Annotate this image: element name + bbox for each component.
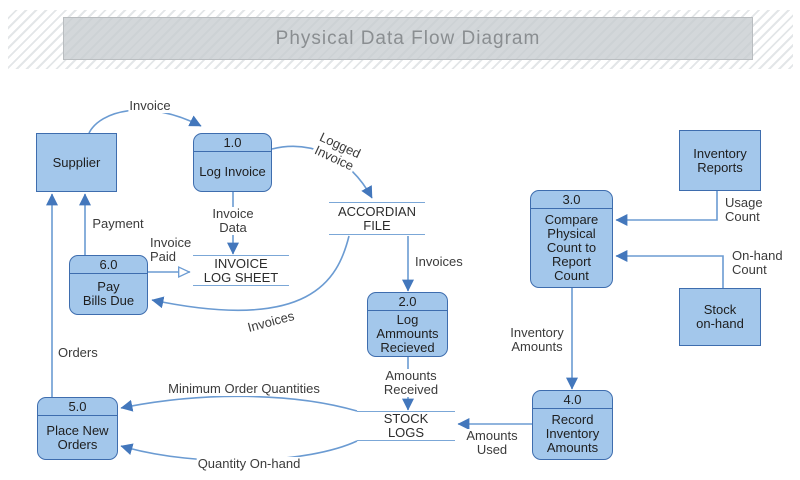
flow-label-usage-count: Usage Count (724, 195, 764, 224)
flow-label-invoices-to-2: Invoices (414, 254, 464, 269)
flow-label-orders: Orders (57, 345, 99, 360)
process-6-id: 6.0 (70, 256, 147, 274)
flow-label-invoice-paid: Invoice Paid (149, 235, 193, 264)
datastore-invoice-log-sheet-label: INVOICE LOG SHEET (203, 255, 279, 285)
process-3-label: Compare Physical Count to Report Count (544, 212, 599, 283)
process-6-pay-bills-due[interactable]: 6.0 Pay Bills Due (69, 255, 148, 315)
process-5-id: 5.0 (38, 398, 117, 416)
entity-stock-on-hand-label: Stock on-hand (696, 302, 744, 331)
process-2-label: Log Ammounts Recieved (376, 311, 439, 355)
process-3-compare-physical-count[interactable]: 3.0 Compare Physical Count to Report Cou… (530, 190, 613, 288)
entity-supplier[interactable]: Supplier (36, 133, 117, 192)
process-2-id: 2.0 (368, 293, 447, 311)
flow-label-on-hand-count: On-hand Count (731, 248, 784, 277)
process-4-label: Record Inventory Amounts (545, 412, 600, 455)
flow-label-quantity-on-hand: Quantity On-hand (196, 456, 302, 471)
process-4-record-inventory-amounts[interactable]: 4.0 Record Inventory Amounts (532, 390, 613, 460)
process-5-place-new-orders[interactable]: 5.0 Place New Orders (37, 397, 118, 460)
process-2-log-ammounts-recieved[interactable]: 2.0 Log Ammounts Recieved (367, 292, 448, 357)
datastore-accordian-file-label: ACCORDIAN FILE (337, 203, 416, 233)
flow-minimum-order-quantities-line (120, 395, 358, 412)
entity-inventory-reports[interactable]: Inventory Reports (679, 130, 761, 191)
process-6-label: Pay Bills Due (82, 279, 135, 308)
flow-label-invoice-data: Invoice Data (211, 206, 255, 235)
flow-label-amounts-used: Amounts Used (465, 428, 519, 457)
entity-stock-on-hand[interactable]: Stock on-hand (679, 288, 761, 346)
process-3-id: 3.0 (531, 191, 612, 209)
flow-label-minimum-order-quantities: Minimum Order Quantities (167, 381, 321, 396)
flow-invoices-to-6-line (151, 235, 350, 312)
flow-label-invoice: Invoice (128, 98, 172, 113)
process-1-label: Log Invoice (199, 163, 266, 179)
flow-label-inventory-amounts: Inventory Amounts (509, 325, 565, 354)
flow-on-hand-count-line (615, 250, 724, 288)
flow-label-payment: Payment (91, 216, 145, 231)
flow-usage-count-line (615, 191, 718, 226)
entity-supplier-label: Supplier (52, 154, 101, 170)
process-4-id: 4.0 (533, 391, 612, 409)
flow-invoice-line (88, 109, 202, 134)
datastore-invoice-log-sheet[interactable]: INVOICE LOG SHEET (193, 255, 289, 286)
datastore-stock-logs[interactable]: STOCK LOGS (357, 411, 455, 441)
process-1-log-invoice[interactable]: 1.0 Log Invoice (193, 133, 272, 192)
diagram-title-box: Physical Data Flow Diagram (63, 17, 753, 60)
datastore-accordian-file[interactable]: ACCORDIAN FILE (329, 202, 425, 235)
process-1-id: 1.0 (194, 134, 271, 152)
entity-inventory-reports-label: Inventory Reports (693, 145, 747, 175)
diagram-title: Physical Data Flow Diagram (275, 27, 541, 49)
datastore-stock-logs-label: STOCK LOGS (383, 411, 429, 440)
process-5-label: Place New Orders (46, 422, 109, 452)
flow-label-amounts-received: Amounts Received (382, 368, 440, 397)
